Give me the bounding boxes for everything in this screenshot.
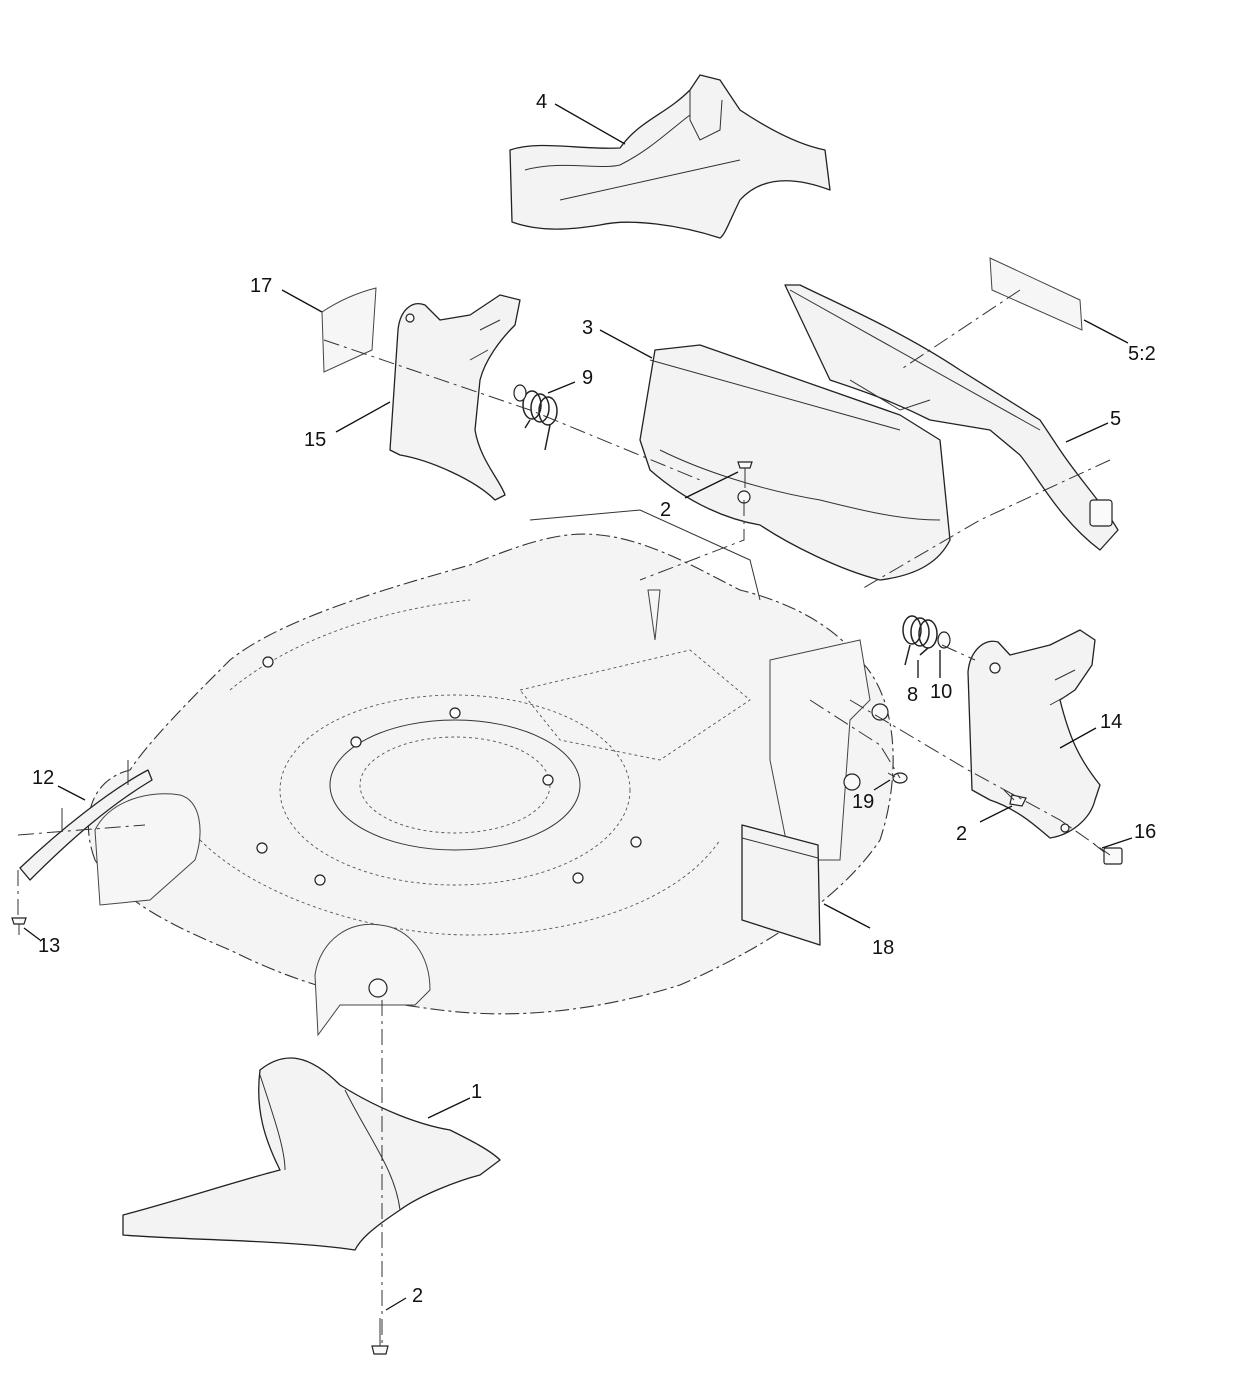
mower-deck bbox=[87, 509, 894, 1037]
spring-8 bbox=[902, 615, 938, 666]
callout-17: 17 bbox=[250, 275, 272, 297]
callout-12: 12 bbox=[32, 767, 54, 789]
callout-labels: 1 2 2 2 3 4 5 5:2 8 9 10 12 13 14 15 16 … bbox=[32, 91, 1156, 1307]
callout-19: 19 bbox=[852, 791, 874, 813]
deflector bbox=[639, 344, 951, 581]
callout-2-deflector: 2 bbox=[660, 499, 671, 521]
rear-door bbox=[784, 284, 1119, 551]
right-bracket bbox=[967, 629, 1101, 839]
callout-14: 14 bbox=[1100, 711, 1122, 733]
top-cover bbox=[509, 74, 831, 239]
callout-2-right-bracket: 2 bbox=[956, 823, 967, 845]
left-bracket bbox=[389, 294, 521, 501]
callout-18: 18 bbox=[872, 937, 894, 959]
washer-left bbox=[513, 384, 527, 402]
callout-2-rear-chute: 2 bbox=[412, 1285, 423, 1307]
callout-5-2: 5:2 bbox=[1128, 343, 1156, 365]
callout-8: 8 bbox=[907, 684, 918, 706]
bolt-rear-chute bbox=[371, 1318, 389, 1355]
bolt-deflector bbox=[737, 461, 753, 488]
callout-13: 13 bbox=[38, 935, 60, 957]
leader-lines bbox=[23, 103, 1133, 1311]
callout-1: 1 bbox=[471, 1081, 482, 1103]
bolt-right-bracket bbox=[1003, 789, 1027, 807]
assembly-lines bbox=[17, 289, 1111, 1345]
flap bbox=[741, 824, 821, 946]
label-17 bbox=[321, 287, 377, 373]
callout-5: 5 bbox=[1110, 408, 1121, 430]
spring-9 bbox=[522, 390, 558, 451]
washer-10 bbox=[937, 631, 951, 649]
rear-chute bbox=[122, 1057, 501, 1251]
label-5-2 bbox=[989, 257, 1083, 331]
callout-3: 3 bbox=[582, 317, 593, 339]
callout-10: 10 bbox=[930, 681, 952, 703]
callout-16: 16 bbox=[1134, 821, 1156, 843]
callout-15: 15 bbox=[304, 429, 326, 451]
callout-9: 9 bbox=[582, 367, 593, 389]
side-plate bbox=[19, 760, 153, 881]
bolt-16 bbox=[1093, 843, 1123, 865]
screw-13 bbox=[11, 917, 27, 935]
callout-4: 4 bbox=[536, 91, 547, 113]
